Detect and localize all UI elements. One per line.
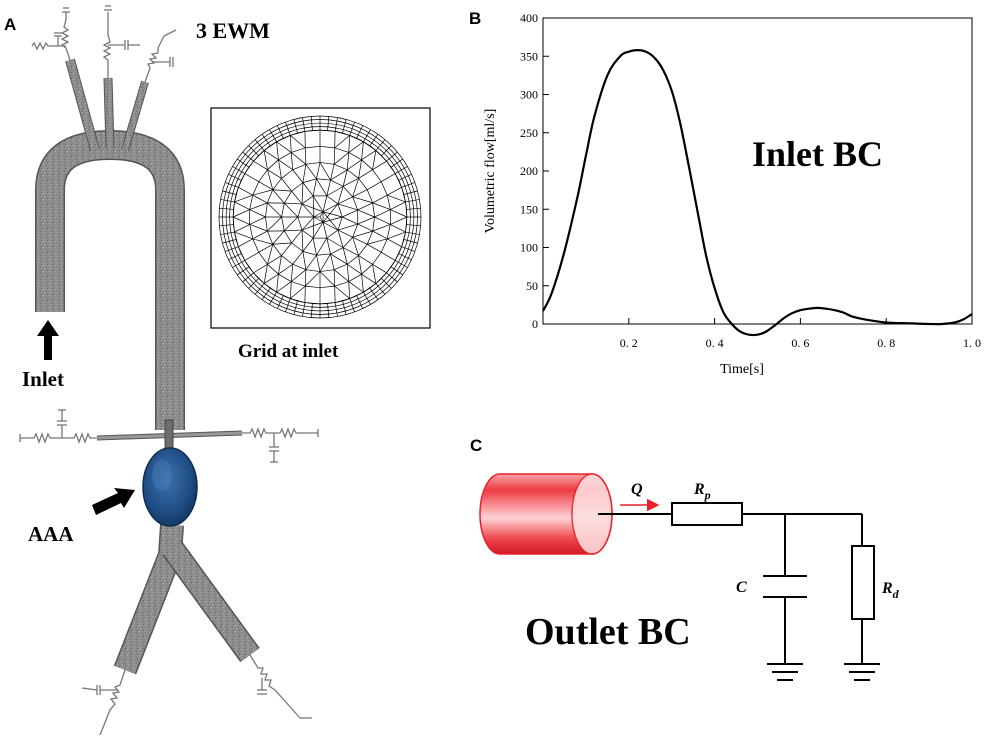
y-tick-label: 400 xyxy=(520,11,538,25)
windkessel-circuits xyxy=(19,5,319,736)
grid-inset xyxy=(210,107,431,329)
inlet-bc-label: Inlet BC xyxy=(752,134,883,174)
x-axis-ticks: 0. 2 0. 4 0. 6 0. 8 1. 0 xyxy=(620,318,981,350)
y-axis-label: Volumetric flow[ml/s] xyxy=(483,109,498,234)
rcr-circuit xyxy=(598,502,880,681)
panel-b-letter: B xyxy=(469,9,481,28)
y-tick-label: 250 xyxy=(520,126,538,140)
vessel-cylinder xyxy=(479,473,613,555)
aaa-arrow xyxy=(92,488,135,515)
x-tick-label: 0. 6 xyxy=(791,336,809,350)
y-tick-label: 300 xyxy=(520,88,538,102)
grid-label: Grid at inlet xyxy=(238,341,339,362)
flow-series-line xyxy=(542,48,973,337)
y-tick-label: 0 xyxy=(532,317,538,331)
inlet-arrow xyxy=(37,320,59,360)
panel-c-letter: C xyxy=(470,436,482,455)
rp-label: Rp xyxy=(693,481,711,502)
y-tick-label: 150 xyxy=(520,202,538,216)
y-tick-label: 200 xyxy=(520,164,538,178)
x-tick-label: 0. 8 xyxy=(877,336,895,350)
panel-a-letter: A xyxy=(4,15,16,34)
y-tick-label: 100 xyxy=(520,241,538,255)
aorta-model xyxy=(35,58,260,675)
x-tick-label: 1. 0 xyxy=(963,336,981,350)
c-label: C xyxy=(736,579,747,596)
aneurysm-shape xyxy=(142,447,198,527)
rd-label: Rd xyxy=(881,580,900,601)
aaa-label: AAA xyxy=(28,522,74,546)
x-tick-label: 0. 4 xyxy=(706,336,724,350)
resistor-rd xyxy=(851,545,875,620)
panel-c: C Q Rp C Rd Ou xyxy=(470,436,900,681)
x-axis-label: Time[s] xyxy=(720,362,764,377)
outlet-bc-label: Outlet BC xyxy=(525,611,691,653)
inlet-label: Inlet xyxy=(22,367,64,391)
y-tick-label: 350 xyxy=(520,49,538,63)
inlet-mesh xyxy=(218,115,422,319)
model-label: 3 EWM xyxy=(196,18,270,43)
panel-a: A 3 EWM xyxy=(4,5,431,736)
y-tick-label: 50 xyxy=(526,279,538,293)
y-axis-ticks: 0 50 100 150 200 250 300 350 400 xyxy=(520,11,549,331)
resistor-rp xyxy=(671,502,743,526)
flow-label: Q xyxy=(631,481,643,498)
x-tick-label: 0. 2 xyxy=(620,336,638,350)
